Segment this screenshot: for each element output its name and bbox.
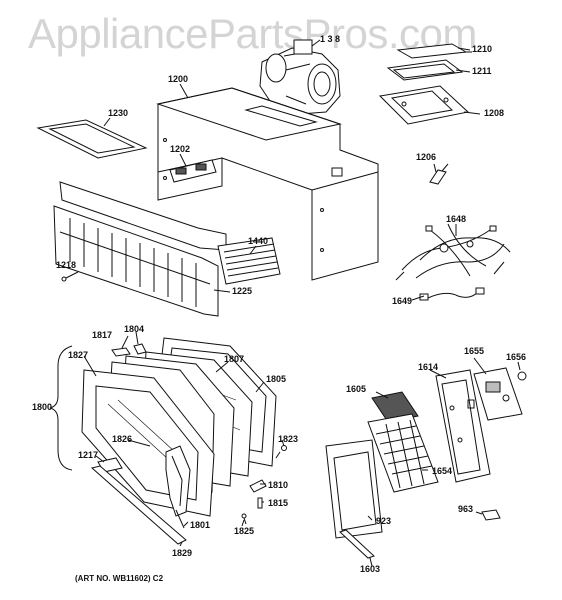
- part-1826-handle: [165, 445, 191, 517]
- part-1817-clip: [111, 347, 131, 357]
- callout-1655: 1655: [464, 346, 485, 356]
- part-963-clip: [481, 509, 501, 521]
- callout-1654: 1654: [432, 466, 453, 476]
- callout-1817: 1817: [92, 330, 113, 340]
- part-1815-pin: [257, 497, 263, 509]
- part-1202-bracket: [169, 159, 217, 183]
- part-1206-thermal: [429, 163, 449, 185]
- callout-1826: 1826: [112, 434, 133, 444]
- callout-1605: 1605: [346, 384, 367, 394]
- callout-1829: 1829: [172, 548, 193, 558]
- callout-1801: 1801: [190, 520, 211, 530]
- callout-1938: 1 3 8: [320, 34, 341, 44]
- fan-motor-assembly: [259, 39, 341, 123]
- part-1210-bracket: [396, 43, 472, 59]
- part-1823-screw: [275, 445, 287, 459]
- part-1211-plate: [386, 59, 464, 81]
- part-923-panel-frame: [325, 439, 383, 539]
- part-1230-filter-frame: [36, 119, 148, 159]
- callout-1206: 1206: [416, 152, 437, 162]
- part-1656-knob: [517, 371, 527, 381]
- callout-1656: 1656: [506, 352, 527, 362]
- part-1218-screw: [61, 271, 79, 282]
- callout-963: 963: [458, 504, 474, 514]
- callout-1825: 1825: [234, 526, 255, 536]
- part-1654-keypad: [367, 413, 439, 493]
- part-1829-choke: [90, 465, 187, 545]
- callout-1649: 1649: [392, 296, 413, 306]
- callout-923: 923: [376, 516, 392, 526]
- callout-1200: 1200: [168, 74, 189, 84]
- callout-1218: 1218: [56, 260, 77, 270]
- callout-1805: 1805: [266, 374, 287, 384]
- callout-1815: 1815: [268, 498, 289, 508]
- main-cabinet: [156, 87, 379, 281]
- part-1648-wire-harness: [395, 223, 511, 281]
- callout-1648: 1648: [446, 214, 467, 224]
- callout-1804: 1804: [124, 324, 145, 334]
- part-1825-screw: [241, 513, 247, 525]
- callout-1823: 1823: [278, 434, 299, 444]
- callout-1217: 1217: [78, 450, 99, 460]
- leader-lines: [83, 39, 521, 567]
- door-assembly-bracket: [49, 345, 73, 471]
- callout-1230: 1230: [108, 108, 129, 118]
- part-1810-spring: [249, 479, 267, 493]
- part-1801: [175, 509, 185, 529]
- art-number: (ART NO. WB11602) C2: [75, 574, 164, 583]
- callout-1211: 1211: [472, 66, 492, 76]
- callout-1807: 1807: [224, 354, 245, 364]
- callout-1202: 1202: [170, 144, 191, 154]
- callout-1827: 1827: [68, 350, 89, 360]
- part-1804-latch: [133, 343, 147, 355]
- part-1649-wire: [419, 287, 485, 301]
- part-1614-control-board: [435, 369, 491, 483]
- part-1208-plate: [378, 85, 470, 125]
- part-1225-vent-grille: [53, 181, 227, 317]
- part-1603-trim: [339, 529, 375, 559]
- callout-1208: 1208: [484, 108, 505, 118]
- callout-1210: 1210: [472, 44, 493, 54]
- callout-1603: 1603: [360, 564, 381, 574]
- callout-1614: 1614: [418, 362, 439, 372]
- callout-1225: 1225: [232, 286, 253, 296]
- part-1655-pcb: [473, 367, 523, 421]
- callout-1810: 1810: [268, 480, 289, 490]
- part-1440-grille: [217, 237, 281, 285]
- callout-1800: 1800: [32, 402, 53, 412]
- callout-1440: 1440: [248, 236, 269, 246]
